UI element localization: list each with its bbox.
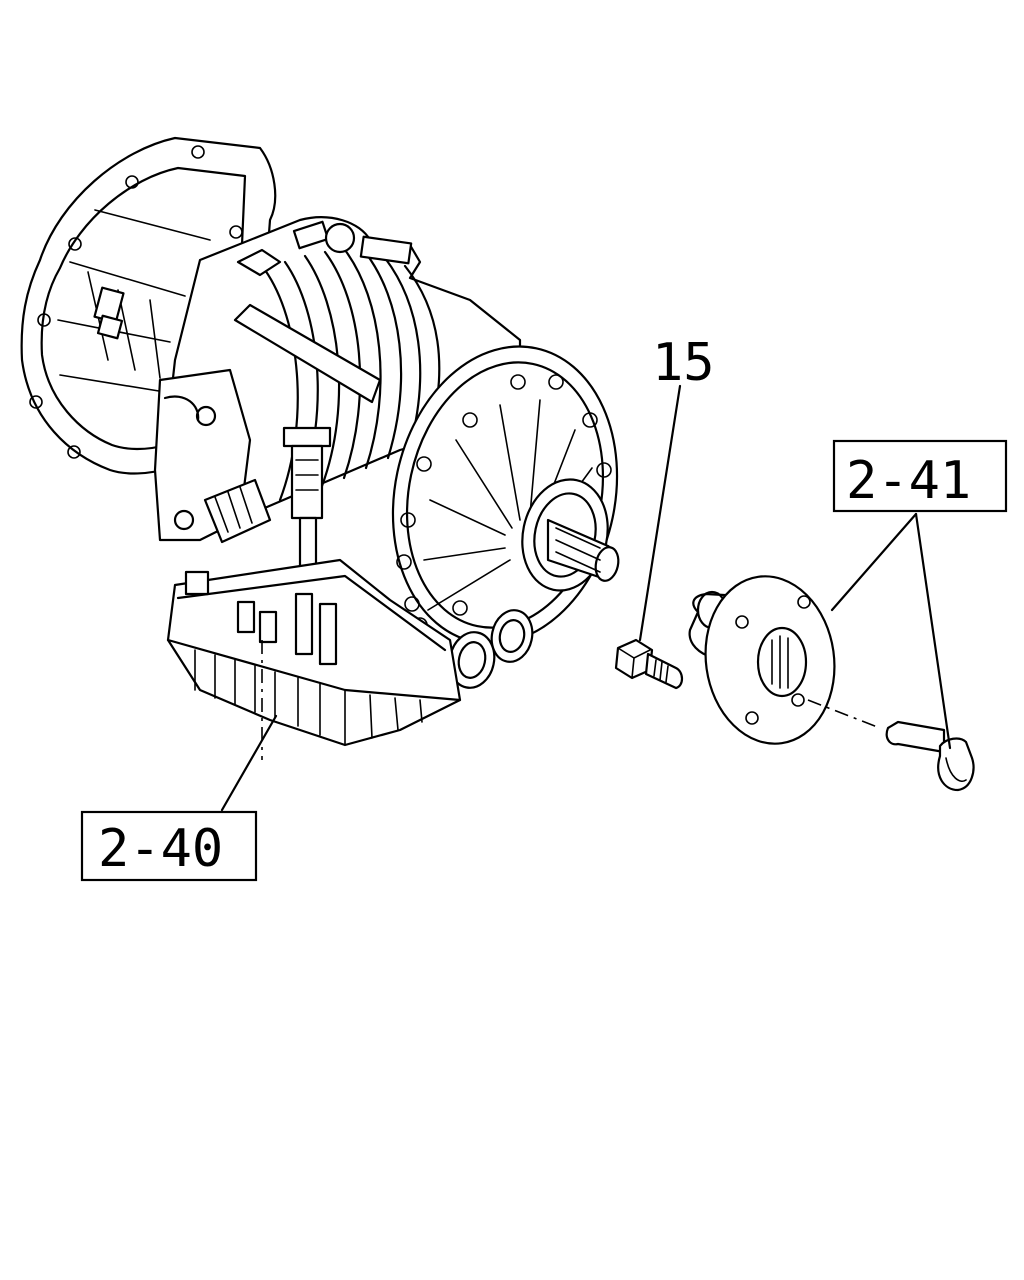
top-plug	[324, 222, 356, 254]
ridged-block	[203, 478, 272, 544]
bolt-center-line	[807, 699, 881, 729]
oil-pan-ribs	[194, 649, 423, 746]
leader-2-41-flange	[830, 512, 918, 612]
callout-2-41: 2-41	[846, 451, 971, 511]
ridged-block-fins	[214, 486, 253, 533]
pan-block-4	[294, 592, 314, 656]
leader-2-40	[220, 714, 278, 812]
callout-box-2-41	[832, 439, 1008, 513]
side-plug-1	[195, 405, 217, 427]
flange-splines	[771, 635, 789, 689]
side-plug-2	[173, 509, 195, 531]
callout-15: 15	[652, 333, 715, 393]
pan-block-2	[236, 600, 256, 634]
callout-box-2-40	[80, 810, 258, 882]
bolt-head-edge	[945, 757, 967, 782]
pan-block-3	[258, 610, 278, 644]
bolt-shank	[885, 720, 946, 754]
selector-lever	[233, 303, 382, 404]
leader-15	[638, 384, 682, 642]
bolt-head	[937, 737, 975, 792]
rear-flange-bolts	[396, 374, 612, 612]
top-tab-1	[292, 220, 330, 250]
leader-2-41-bolt	[914, 512, 952, 750]
bolt-part-15[interactable]	[614, 638, 684, 690]
callout-2-40: 2-40	[98, 819, 223, 879]
top-boss	[236, 248, 282, 277]
side-hook	[163, 395, 200, 422]
pan-block-5	[318, 602, 338, 666]
flange-bolt-holes	[735, 595, 811, 725]
bell-housing-rim-inner	[40, 166, 247, 451]
companion-flange[interactable]	[688, 568, 845, 752]
valve-tower	[282, 426, 332, 582]
oil-pan-lip	[176, 574, 447, 652]
bell-bolt-holes	[29, 145, 243, 459]
output-shaft	[521, 478, 620, 592]
pan-block-1	[184, 570, 210, 596]
flange-bore	[756, 626, 808, 698]
bell-window-2	[96, 314, 124, 340]
transmission-assembly[interactable]	[20, 136, 644, 760]
flange-bolt[interactable]	[807, 699, 975, 792]
top-tab-2	[359, 235, 413, 265]
